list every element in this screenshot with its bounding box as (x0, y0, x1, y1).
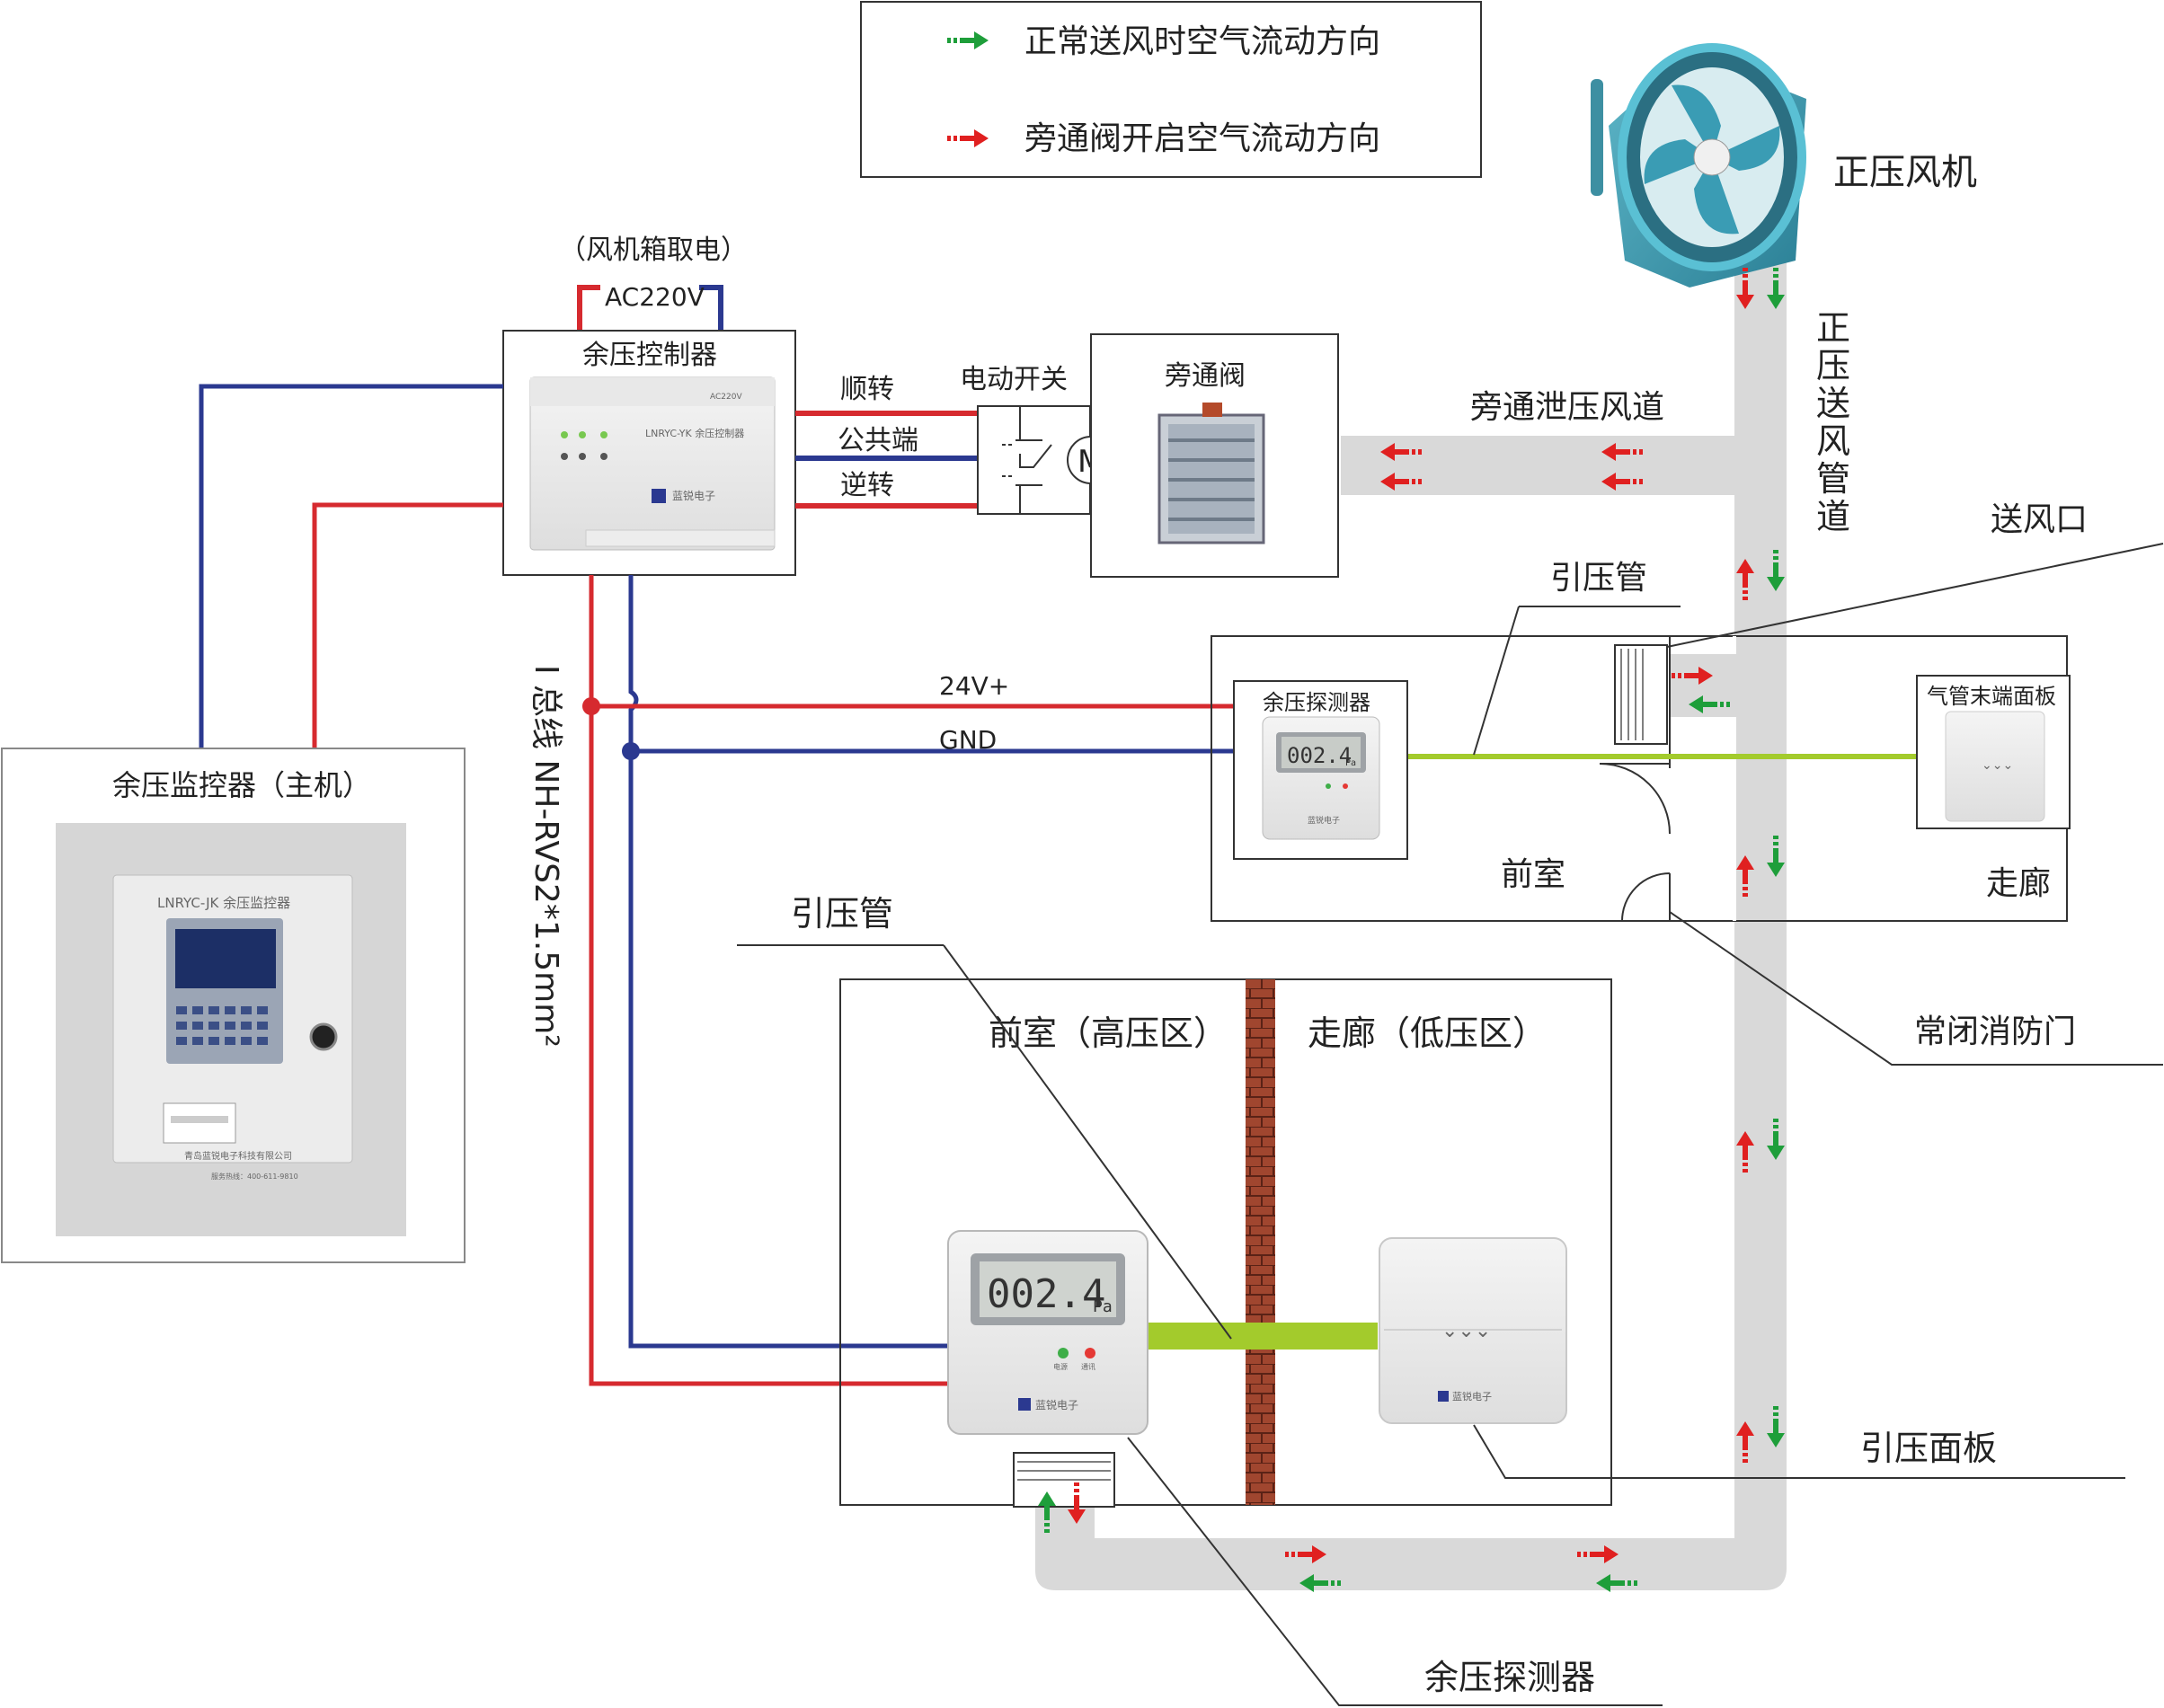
bottom-detector-label: 余压探测器 (1424, 1658, 1595, 1697)
bus-cable-label: I 总线 NH-RVS2*1.5mm² (528, 665, 564, 1048)
reverse-label: 逆转 (840, 470, 894, 501)
electric-switch-label: 电动开关 (960, 364, 1068, 395)
fire-door-label: 常闭消防门 (1914, 1013, 2076, 1050)
supply-duct-char-5: 管 (1816, 459, 1850, 499)
upper-front-room: 前室 (1501, 856, 1565, 893)
lower-supply-outlet (1013, 1452, 1115, 1508)
bypass-duct (1341, 436, 1736, 495)
air-tube-end-panel: 气管末端面板 ⌄⌄⌄ (1916, 675, 2071, 829)
high-zone-label: 前室（高压区） (989, 1013, 1228, 1053)
supply-outlet-label: 送风口 (1991, 501, 2088, 538)
upper-corridor: 走廊 (1986, 865, 2051, 902)
bus-blue-vertical (628, 575, 948, 1349)
controller-top-tag: AC220V (710, 393, 742, 402)
lower-detector: 002.4 Pa 电源 通讯 蓝锐电子 (947, 1230, 1149, 1435)
supply-duct-char-3: 送 (1816, 384, 1850, 423)
monitor-blue-wire (199, 384, 503, 751)
low-zone-label: 走廊（低压区） (1308, 1013, 1547, 1053)
bus-red-vertical (589, 575, 948, 1386)
brick-wall (1246, 979, 1275, 1505)
lower-room: 前室（高压区） 走廊（低压区） (839, 978, 1612, 1506)
ac-blue-wire (699, 285, 723, 337)
lower-led-comm: 通讯 (1081, 1362, 1095, 1371)
lower-tube-leader-diag (943, 944, 1232, 1340)
controller-leds (561, 431, 608, 460)
forward-label: 顺转 (840, 374, 894, 405)
monitor-title: 余压监控器（主机） (112, 768, 371, 802)
supply-duct-char-6: 道 (1816, 497, 1850, 536)
bottom-detector-leader (1127, 1437, 1663, 1706)
controller-title: 余压控制器 (582, 340, 717, 371)
lower-detector-reading: 002.4 (987, 1271, 1105, 1317)
lower-detector-brand: 蓝锐电子 (1035, 1399, 1078, 1412)
controller-brand: 蓝锐电子 (672, 490, 715, 502)
lower-pressure-tube (1149, 1323, 1378, 1350)
monitor-panel-title: LNRYC-JK 余压监控器 (157, 895, 290, 911)
monitor-keypad (176, 1006, 268, 1045)
bus-24v-node (582, 697, 600, 715)
end-panel-vent-icon: ⌄⌄⌄ (1982, 758, 2013, 773)
pressure-panel: ⌄⌄⌄ 蓝锐电子 (1379, 1237, 1567, 1424)
supply-duct-char-1: 正 (1816, 308, 1850, 348)
pressure-panel-leader (1473, 1424, 2125, 1479)
pressure-panel-brand: 蓝锐电子 (1452, 1390, 1492, 1403)
outlet-leader (1666, 543, 2164, 648)
upper-detector: 余压探测器 002.4 Pa 蓝锐电子 (1233, 680, 1408, 860)
upper-detector-brand: 蓝锐电子 (1308, 815, 1340, 826)
controller-model: LNRYC-YK 余压控制器 (645, 427, 744, 439)
positive-pressure-fan (1591, 43, 1806, 288)
bus-gnd-node (622, 742, 640, 760)
fire-door-icon (1599, 763, 1671, 922)
upper-tube-leader (1473, 606, 1520, 756)
supply-duct-char-4: 风 (1816, 421, 1850, 461)
pressure-panel-label: 引压面板 (1860, 1429, 1997, 1468)
legend-normal-text: 正常送风时空气流动方向 (1024, 23, 1380, 60)
bus-24v-label: 24V+ (939, 671, 1009, 701)
legend: 正常送风时空气流动方向 旁通阀开启空气流动方向 (860, 1, 1482, 178)
legend-bypass-text: 旁通阀开启空气流动方向 (1024, 120, 1380, 157)
bus-gnd-label: GND (939, 725, 997, 755)
lower-detector-unit: Pa (1093, 1297, 1113, 1316)
upper-room: 前室 走廊 (1211, 635, 2068, 922)
common-label: 公共端 (838, 425, 918, 456)
ac-red-wire (577, 285, 600, 337)
power-voltage-label: AC220V (605, 282, 705, 312)
upper-detector-unit: Pa (1345, 758, 1356, 768)
power-source-label: （风机箱取电） (559, 235, 748, 266)
residual-pressure-controller: 余压控制器 AC220V LNRYC-YK 余压控制器 蓝锐电子 (502, 330, 796, 576)
supply-duct-label: 正 压 送 风 管 道 (1816, 308, 1850, 536)
supply-outlet (1614, 644, 1668, 745)
fire-door-leader (1669, 911, 2163, 1066)
residual-pressure-monitor: 余压监控器（主机） LNRYC-JK 余压监控器 青岛蓝锐电子科技有限公司 服务… (1, 748, 466, 1263)
monitor-company: 青岛蓝锐电子科技有限公司 (184, 1150, 292, 1162)
lower-tube-label: 引压管 (791, 894, 893, 934)
air-ducts (1035, 261, 1787, 1590)
upper-detector-reading: 002.4 (1287, 743, 1352, 768)
monitor-key-lock-icon (309, 1022, 338, 1051)
bypass-valve: 旁通阀 (1090, 333, 1339, 578)
lower-led-power: 电源 (1053, 1362, 1068, 1371)
monitor-red-wire (312, 502, 503, 751)
upper-tube-label: 引压管 (1550, 560, 1647, 597)
bypass-valve-label: 旁通阀 (1165, 360, 1246, 392)
supply-duct-char-2: 压 (1816, 346, 1850, 385)
pressure-panel-vent-icon: ⌄⌄⌄ (1441, 1320, 1491, 1342)
bypass-duct-label: 旁通泄压风道 (1470, 389, 1664, 426)
monitor-hotline: 服务热线：400-611-9810 (211, 1172, 298, 1181)
upper-detector-label: 余压探测器 (1263, 690, 1370, 715)
fan-label: 正压风机 (1833, 152, 1977, 193)
end-panel-label: 气管末端面板 (1927, 684, 2056, 709)
